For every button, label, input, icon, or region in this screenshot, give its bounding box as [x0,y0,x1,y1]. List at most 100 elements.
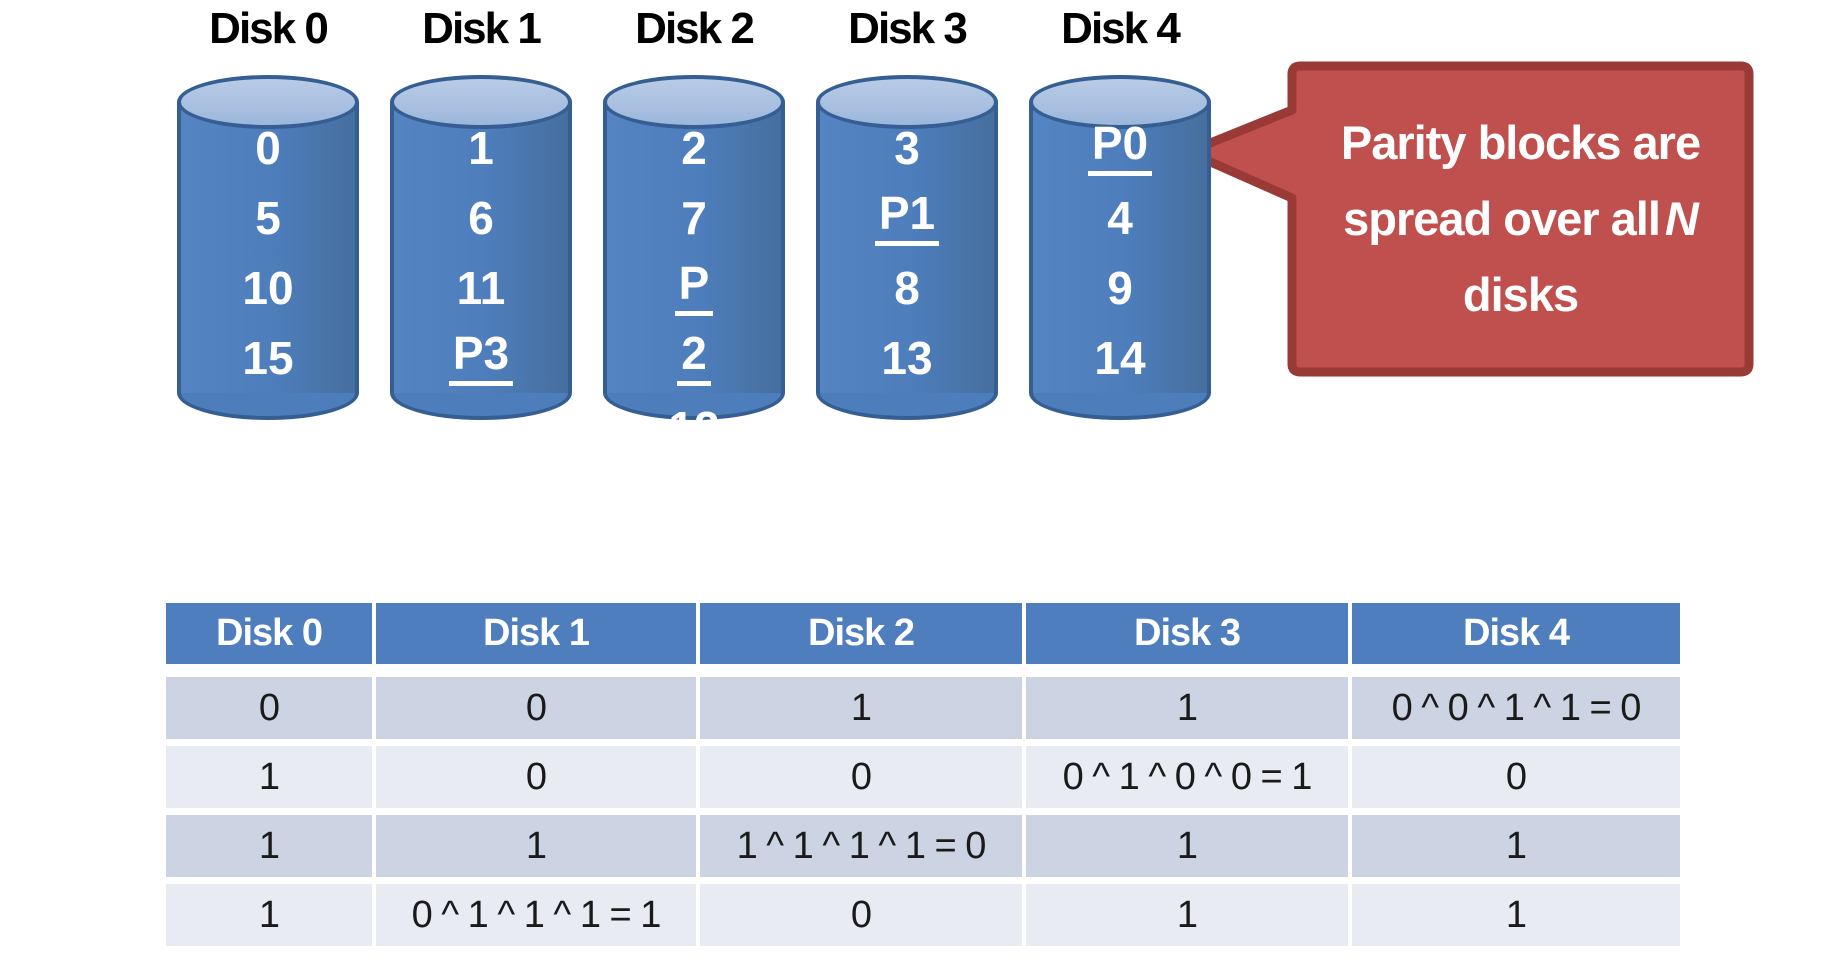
disk-cylinder: P0 4 9 14 [1029,75,1211,420]
table-cell: 1 [1352,815,1680,877]
disk: Disk 0 0 5 10 15 [177,0,359,420]
disk-block-text: 11 [456,262,506,314]
disk-blocks: 0 5 10 15 [177,75,359,393]
disk-block: 2 [681,113,707,183]
disk-label: Disk 0 [209,4,329,53]
disk-block-text: 12 [668,405,719,420]
disk-block: 10 [242,253,293,323]
disk-block: 9 [1107,253,1133,323]
disk-block-text: 14 [1094,332,1146,384]
callout-italic-n: N [1664,192,1699,245]
disk-block: 8 [894,253,920,323]
disk-block-text: P0 [1087,120,1153,176]
callout-line: disks [1462,268,1579,321]
cylinder-body [816,102,998,393]
disk-block: 4 [1107,183,1133,253]
disk-block-text: 4 [1107,192,1133,244]
cylinder-top-ellipse [816,75,998,129]
table-cell: 0 [700,746,1022,808]
callout-line: Parity blocks are [1340,116,1701,169]
table-cell: 0 [166,677,372,739]
table-header-cell: Disk 0 [166,603,372,664]
disk-block-text: P3 [448,330,514,386]
callout-line2-text: spread over all [1343,192,1661,245]
cylinder-body [603,102,785,393]
table-cell: 0 ^ 1 ^ 1 ^ 1 = 1 [376,884,696,946]
cylinder-body [390,102,572,393]
disk: Disk 4 P0 4 9 14 [1029,0,1211,420]
table-cell: 1 [376,815,696,877]
disk-block: 1 [468,113,494,183]
disk-block: 14 [1094,323,1145,393]
callout-shape [1183,61,1754,377]
disk-block: P0 [1087,113,1153,183]
table-cell: 1 [1352,884,1680,946]
disk-block-text: 8 [894,262,920,314]
table-cell: 1 [1026,815,1348,877]
disk-block: 6 [468,183,494,253]
table-cell: 1 [166,746,372,808]
table-cell: 1 [166,815,372,877]
disk-block-text: 3 [894,122,920,174]
disk-blocks: 2 7P 2 12 [603,75,785,420]
table-cell: 1 [1026,677,1348,739]
disk-block: 2 [677,323,711,393]
cylinder-body [177,102,359,393]
disk-block: 11 [457,253,506,323]
disk-block-text: 2 [681,122,707,174]
disk-block: 15 [242,323,293,393]
disk-block-text: 15 [242,332,294,384]
table-cell: 1 ^ 1 ^ 1 ^ 1 = 0 [700,815,1022,877]
cylinder-top-ellipse [390,75,572,129]
disk-block: 13 [881,323,932,393]
table-cell: 0 [376,746,696,808]
table-cell: 0 [1352,746,1680,808]
disk-block-text: 13 [881,332,933,384]
cylinder-top-ellipse [1029,75,1211,129]
disk-block-text: 6 [468,192,494,244]
table-header-cell: Disk 4 [1352,603,1680,664]
disk-cylinder: 2 7P 2 12 [603,75,785,420]
table-cell: 0 ^ 1 ^ 0 ^ 0 = 1 [1026,746,1348,808]
table-cell: 0 ^ 0 ^ 1 ^ 1 = 0 [1352,677,1680,739]
disk-block-text: 5 [255,192,281,244]
table-cell: 0 [700,884,1022,946]
disk-block-text: 2 [677,330,711,386]
table-cell: 1 [700,677,1022,739]
disk-block-text: P1 [874,190,940,246]
cylinder-top-ellipse [177,75,359,129]
callout-arrow-box [1183,61,1754,377]
table-header-cell: Disk 1 [376,603,696,664]
disk-label: Disk 2 [635,4,755,53]
disk-block: 7 [681,183,707,253]
disk-block-text: 10 [242,262,294,314]
disk-block-text: 9 [1107,262,1133,314]
cylinder-body [1029,102,1211,393]
disk-block: P3 [448,323,514,393]
disk: Disk 2 2 7P 2 12 [603,0,785,420]
disk-block: P1 [874,183,940,253]
disk-label: Disk 1 [422,4,542,53]
disk-label: Disk 4 [1061,4,1181,53]
disk-block: 0 [255,113,281,183]
disk-block-text: 0 [255,122,281,174]
disk-cylinder: 0 5 10 15 [177,75,359,420]
disk-label: Disk 3 [848,4,968,53]
disk-block-text: 1 [468,122,494,174]
disk-block: P [674,253,714,323]
table-cell: 1 [1026,884,1348,946]
cylinder-top-ellipse [603,75,785,129]
disk-blocks: P0 4 9 14 [1029,75,1211,393]
